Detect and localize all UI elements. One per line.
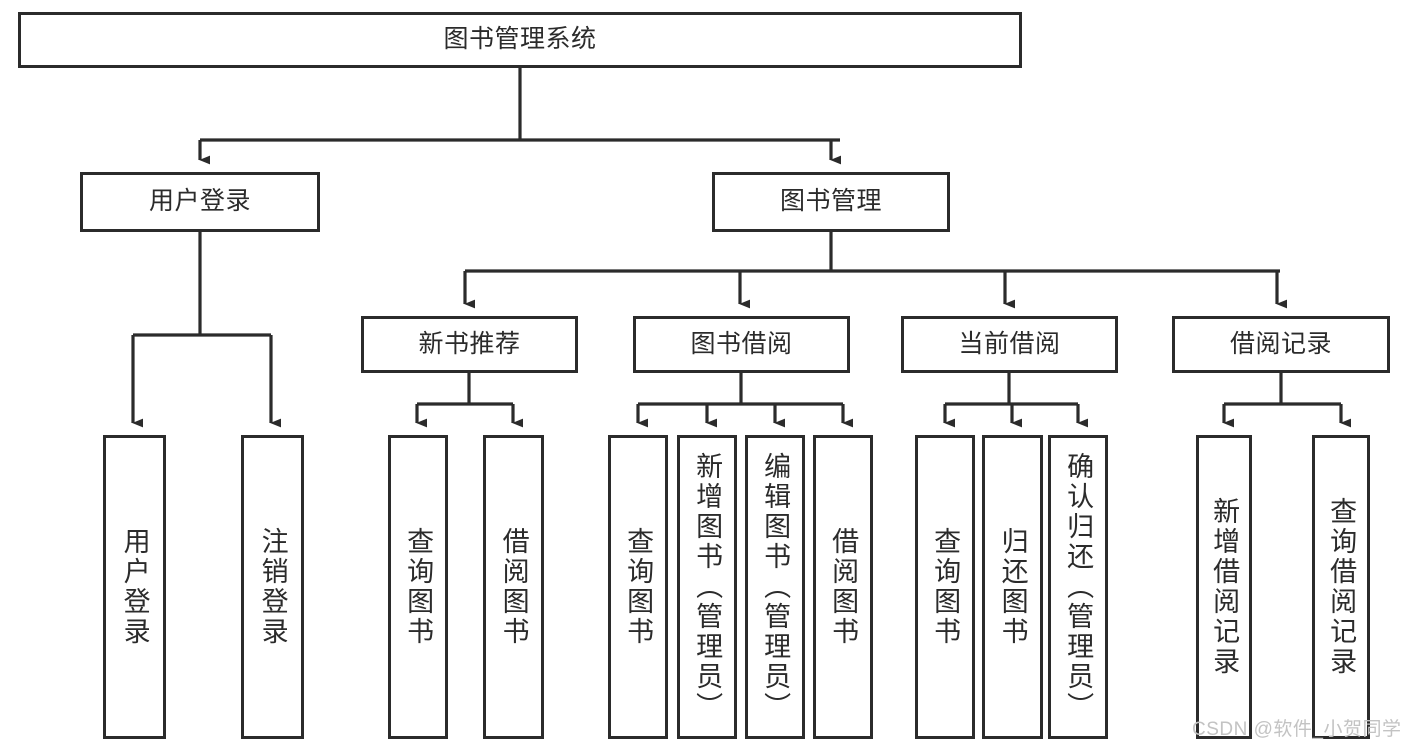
node-book-borrow[interactable]: 图书借阅	[633, 316, 850, 373]
node-leaf-borrow-book-2-label: 借阅图书	[828, 527, 859, 647]
node-leaf-user-login[interactable]: 用户登录	[103, 435, 166, 739]
node-leaf-user-login-label: 用户登录	[119, 527, 150, 647]
node-leaf-logout-label: 注销登录	[257, 527, 288, 647]
node-new-book-rec[interactable]: 新书推荐	[361, 316, 578, 373]
node-leaf-query-book-3-label: 查询图书	[930, 527, 961, 647]
node-user-login[interactable]: 用户登录	[80, 172, 320, 232]
node-leaf-add-book-label: 新增图书（管理员）	[692, 452, 723, 722]
node-leaf-return-book-label: 归还图书	[997, 527, 1028, 647]
node-leaf-add-book[interactable]: 新增图书（管理员）	[677, 435, 737, 739]
node-borrow-record[interactable]: 借阅记录	[1172, 316, 1390, 373]
node-leaf-query-book-3[interactable]: 查询图书	[915, 435, 975, 739]
node-leaf-confirm-return-label: 确认归还（管理员）	[1063, 452, 1094, 722]
node-leaf-query-book-2-label: 查询图书	[623, 527, 654, 647]
node-current-borrow-label: 当前借阅	[958, 329, 1061, 358]
node-leaf-query-book-1-label: 查询图书	[403, 527, 434, 647]
node-root[interactable]: 图书管理系统	[18, 12, 1022, 68]
node-leaf-borrow-book-1[interactable]: 借阅图书	[483, 435, 544, 739]
node-new-book-rec-label: 新书推荐	[418, 329, 521, 358]
node-leaf-query-record[interactable]: 查询借阅记录	[1312, 435, 1370, 739]
node-book-manage[interactable]: 图书管理	[712, 172, 950, 232]
node-book-borrow-label: 图书借阅	[690, 329, 793, 358]
node-leaf-query-record-label: 查询借阅记录	[1326, 497, 1357, 677]
node-leaf-query-book-1[interactable]: 查询图书	[388, 435, 448, 739]
node-leaf-logout[interactable]: 注销登录	[241, 435, 304, 739]
node-leaf-edit-book[interactable]: 编辑图书（管理员）	[745, 435, 805, 739]
node-leaf-query-book-2[interactable]: 查询图书	[608, 435, 668, 739]
node-book-manage-label: 图书管理	[779, 187, 882, 216]
node-user-login-label: 用户登录	[148, 187, 251, 216]
node-borrow-record-label: 借阅记录	[1229, 329, 1332, 358]
csdn-watermark: CSDN @软件_小贺同学	[1192, 719, 1402, 740]
node-leaf-borrow-book-2[interactable]: 借阅图书	[813, 435, 873, 739]
node-leaf-return-book[interactable]: 归还图书	[982, 435, 1043, 739]
node-leaf-borrow-book-1-label: 借阅图书	[498, 527, 529, 647]
node-leaf-confirm-return[interactable]: 确认归还（管理员）	[1048, 435, 1108, 739]
node-leaf-add-record-label: 新增借阅记录	[1209, 497, 1240, 677]
node-leaf-add-record[interactable]: 新增借阅记录	[1196, 435, 1252, 739]
node-root-label: 图书管理系统	[443, 25, 597, 54]
node-current-borrow[interactable]: 当前借阅	[901, 316, 1118, 373]
node-leaf-edit-book-label: 编辑图书（管理员）	[760, 452, 791, 722]
